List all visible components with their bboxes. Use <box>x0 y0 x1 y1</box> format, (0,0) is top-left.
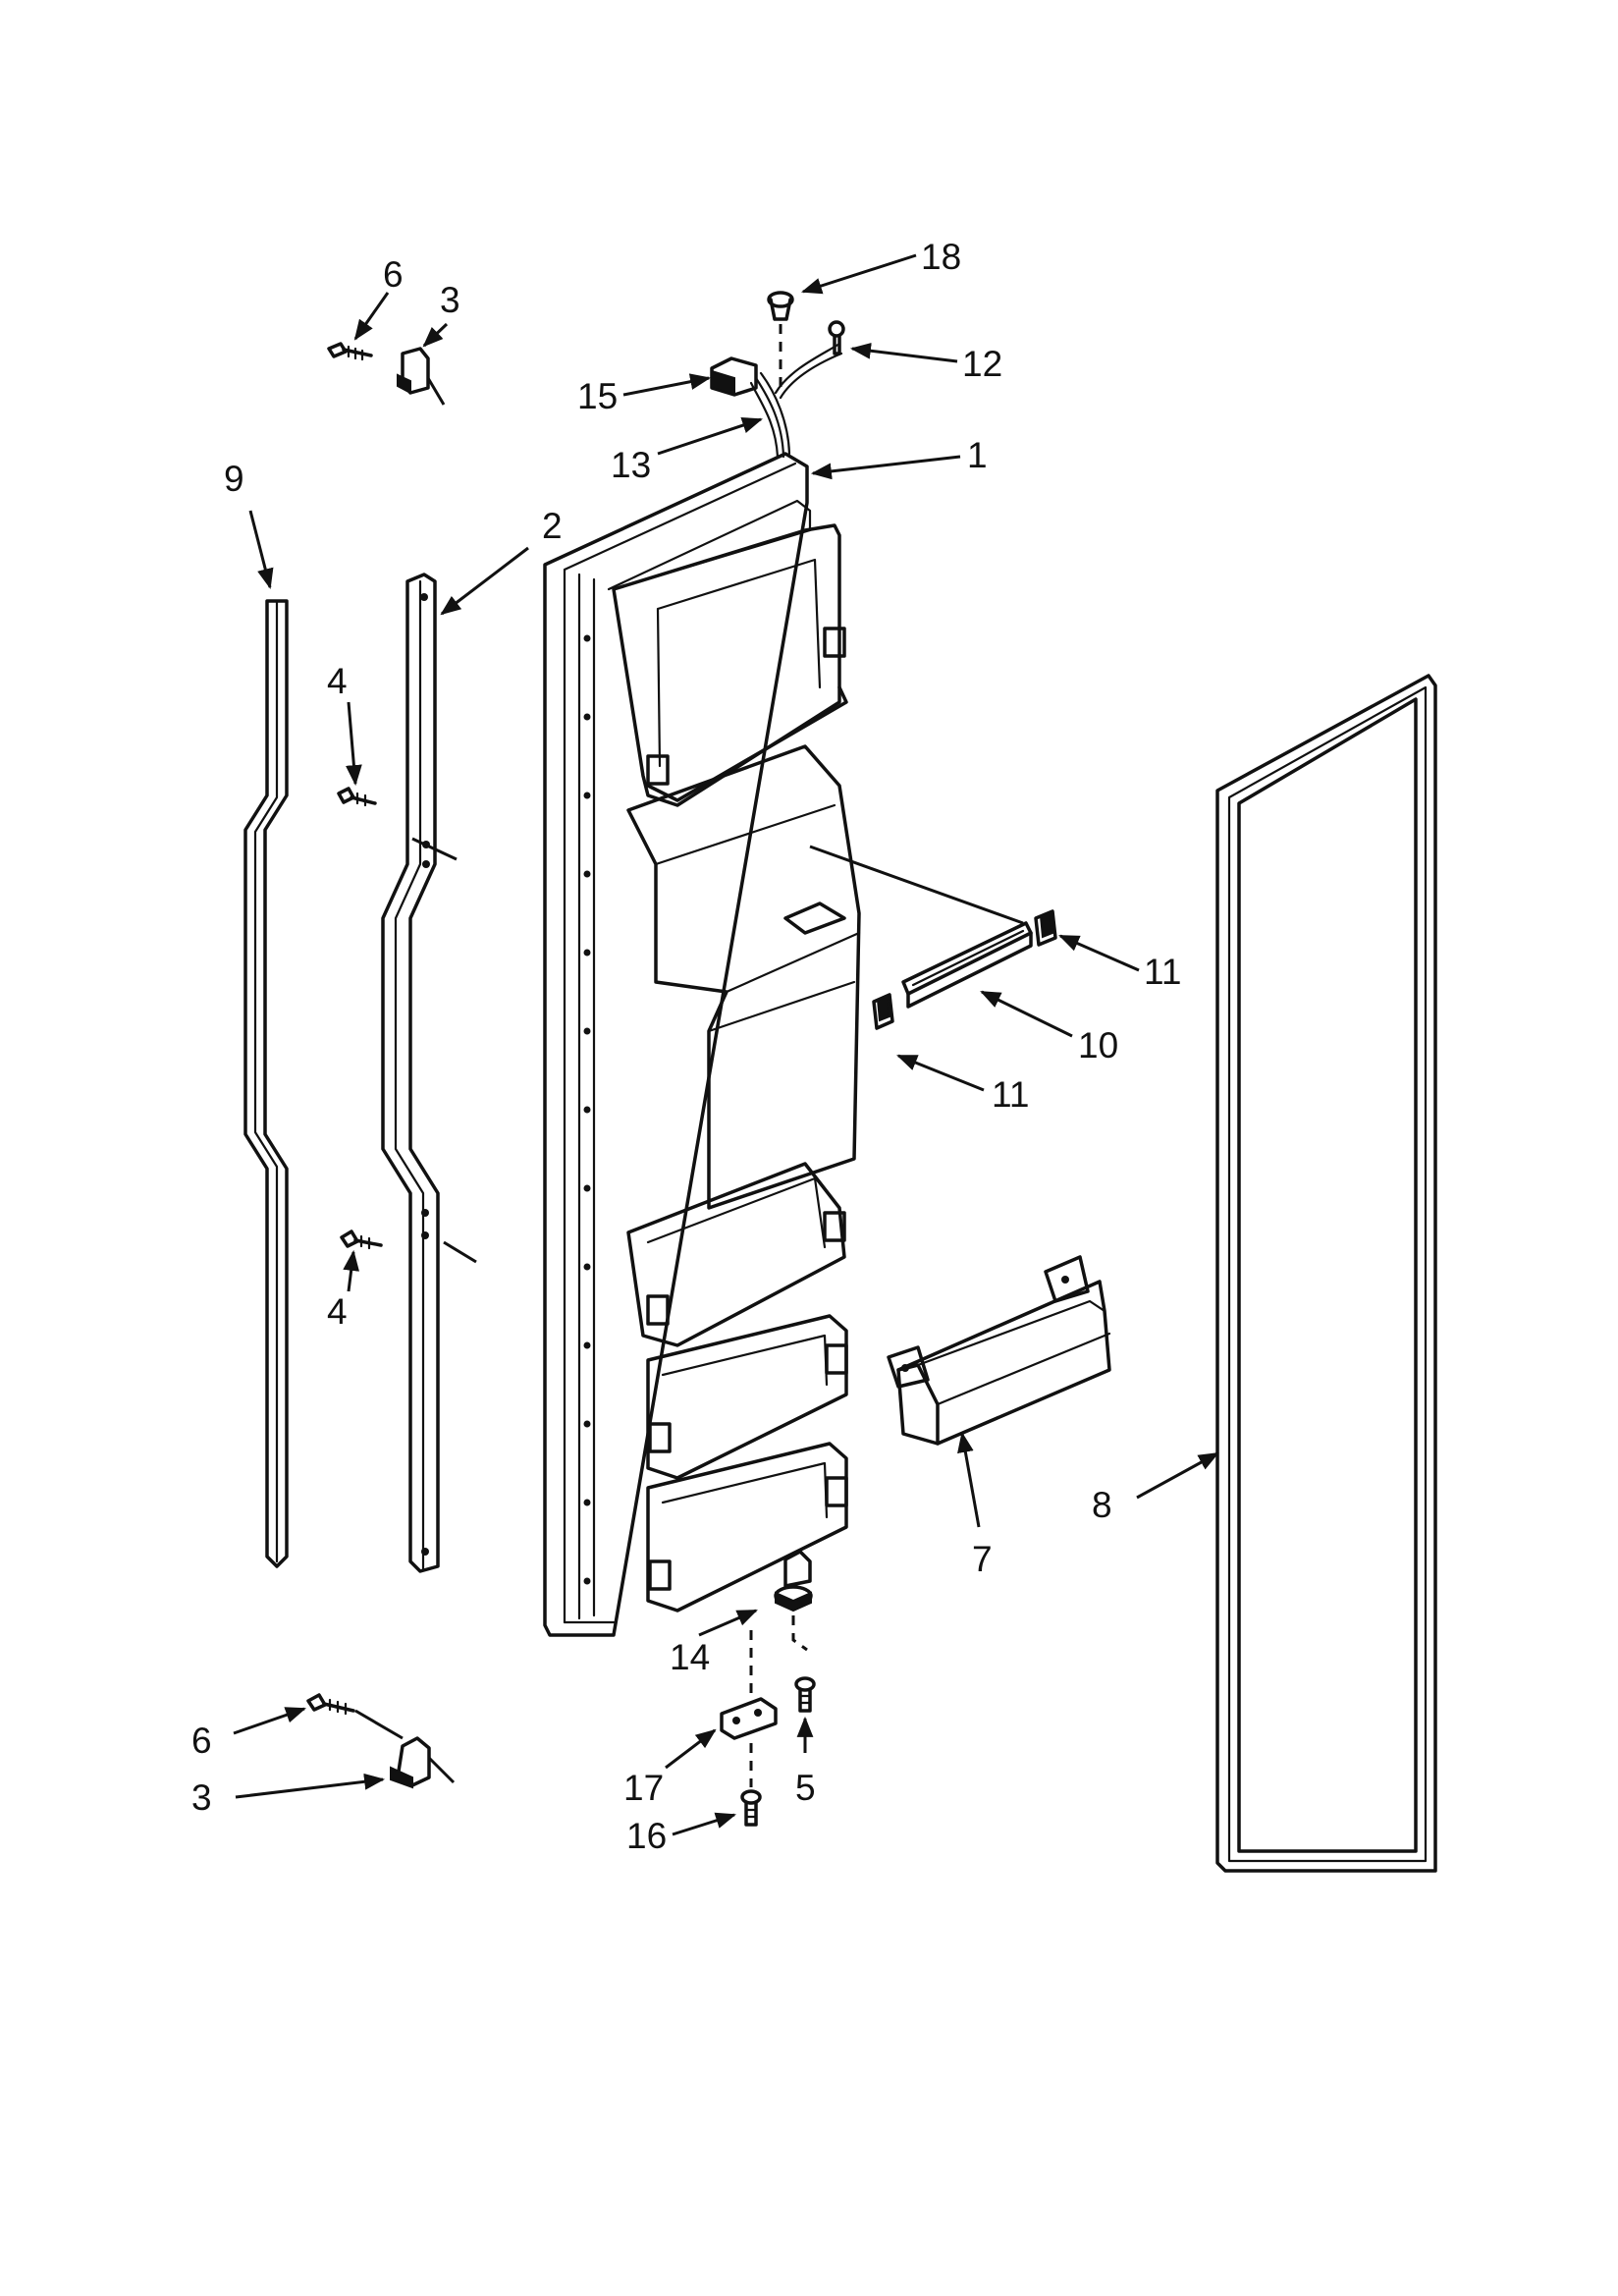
callout-1: 1 <box>967 435 988 475</box>
part-12-screw <box>828 320 845 355</box>
part-13-wire-harness <box>749 342 843 459</box>
callout-4-upper: 4 <box>327 661 348 701</box>
part-17-hinge-bracket <box>720 1630 778 1787</box>
part-3-bottom-hinge-cap <box>390 1736 456 1789</box>
callout-4-lower: 4 <box>327 1291 348 1332</box>
callout-15: 15 <box>577 376 618 416</box>
part-6-bottom-screw <box>306 1693 404 1740</box>
callout-12: 12 <box>962 344 1002 384</box>
part-3-top-hinge-cap <box>397 347 446 406</box>
callout-6-top: 6 <box>383 254 404 295</box>
callout-16: 16 <box>626 1816 667 1856</box>
callout-labels: 18 6 3 12 15 13 1 9 2 4 11 10 11 4 8 7 1… <box>191 237 1181 1856</box>
callout-2: 2 <box>542 506 563 546</box>
callout-11-lower: 11 <box>992 1074 1029 1115</box>
part-5-screw <box>794 1676 816 1713</box>
part-7-door-bin <box>887 1255 1111 1446</box>
callout-9: 9 <box>224 459 244 499</box>
part-16-screw <box>740 1789 762 1827</box>
callout-13: 13 <box>611 445 651 485</box>
callout-10: 10 <box>1078 1025 1118 1066</box>
callout-8: 8 <box>1092 1485 1112 1525</box>
part-1-door-liner <box>543 452 861 1637</box>
callout-11-upper: 11 <box>1144 952 1181 992</box>
callout-14: 14 <box>670 1637 710 1677</box>
callout-3-top: 3 <box>440 280 460 320</box>
part-4-upper-screw <box>337 787 458 861</box>
callout-18: 18 <box>921 237 961 277</box>
callout-17: 17 <box>623 1768 664 1808</box>
part-4-lower-screw <box>340 1230 477 1264</box>
callout-7: 7 <box>972 1539 993 1579</box>
callout-6-bottom: 6 <box>191 1721 212 1761</box>
part-10-shelf-rail <box>809 845 1033 1009</box>
part-18-plug <box>767 291 794 388</box>
part-11-rail-end-cap-bottom <box>872 993 894 1030</box>
callout-5: 5 <box>795 1768 816 1808</box>
part-15-connector <box>710 356 758 397</box>
part-9-trim-strip <box>243 599 289 1568</box>
part-11-rail-end-cap-top <box>1034 909 1057 947</box>
part-14-hinge-pin <box>774 1550 813 1652</box>
part-2-handle-trim <box>381 573 440 1573</box>
liner-edge-holes <box>583 634 591 1585</box>
part-6-top-screw <box>327 342 373 361</box>
part-8-door-gasket <box>1215 674 1437 1873</box>
callout-3-bottom: 3 <box>191 1777 212 1818</box>
leader-arrows <box>233 253 1219 1836</box>
